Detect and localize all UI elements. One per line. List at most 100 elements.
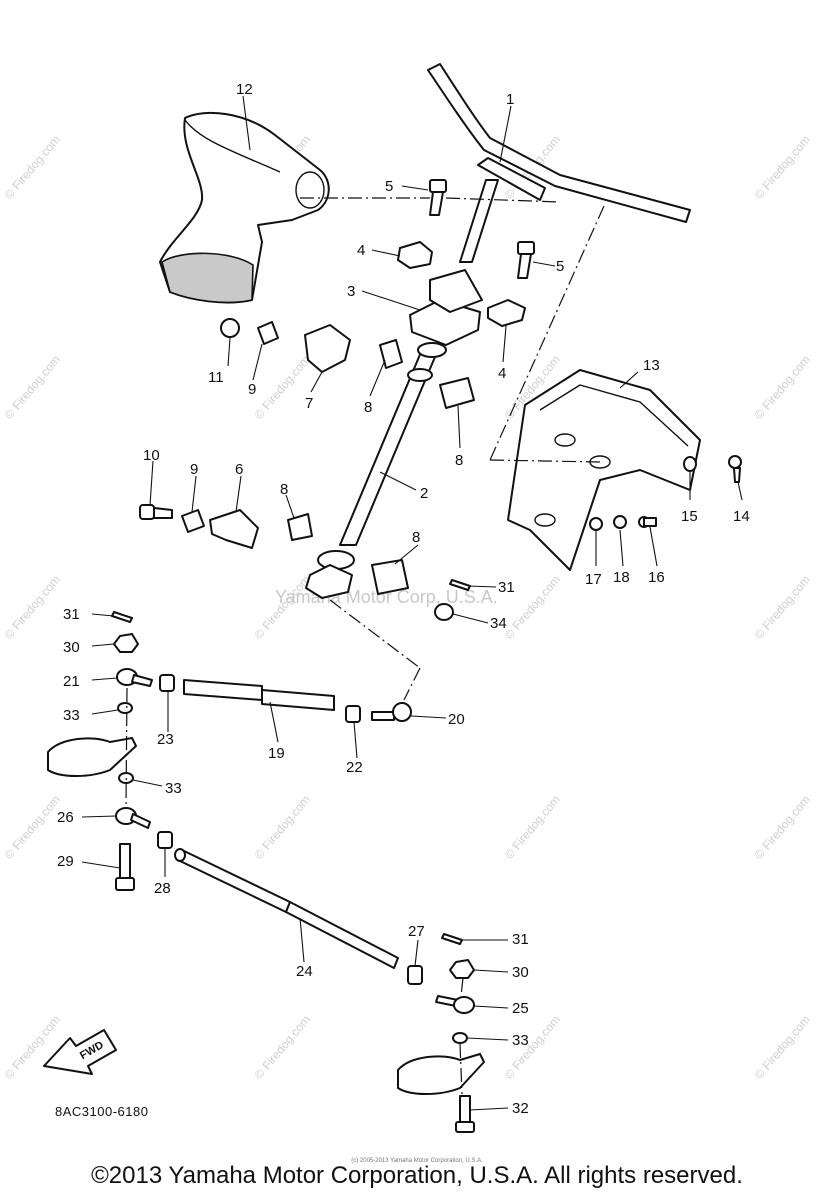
callout-11: 11: [208, 369, 224, 386]
steering-arm-left: [47, 737, 137, 777]
callout-12: 12: [236, 81, 253, 98]
steering-arm-right: [397, 1053, 485, 1095]
callout-25: 25: [512, 1000, 529, 1017]
part-28-locknut[interactable]: [157, 831, 173, 849]
part-7-bracket[interactable]: [304, 324, 351, 373]
part-20-tie-rod-end[interactable]: [371, 702, 412, 722]
watermark-text: © Firedog.com: [252, 353, 313, 422]
callout-9-lower: 9: [190, 461, 198, 478]
callout-31-lower-right: 31: [512, 931, 529, 948]
callout-4-lower: 4: [498, 365, 506, 382]
part-31-cotter-pin-lower-right[interactable]: [441, 933, 463, 945]
part-29-bolt[interactable]: [115, 843, 135, 891]
callout-4-upper: 4: [357, 242, 365, 259]
callout-16: 16: [648, 569, 665, 586]
callout-15: 15: [681, 508, 698, 525]
part-24-tie-rod-long[interactable]: [174, 848, 399, 969]
callout-33-lower-left: 33: [165, 780, 182, 797]
callout-9-upper: 9: [248, 381, 256, 398]
watermark-text: © Firedog.com: [2, 353, 63, 422]
part-34-collar[interactable]: [434, 603, 454, 621]
callout-26: 26: [57, 809, 74, 826]
part-33-washer-upper-left[interactable]: [117, 702, 133, 714]
part-18-nut[interactable]: [613, 515, 627, 529]
part-14-screw[interactable]: [728, 455, 742, 483]
part-15-washer[interactable]: [683, 456, 697, 472]
watermark-text: © Firedog.com: [752, 133, 813, 202]
part-33-washer-right[interactable]: [452, 1032, 468, 1044]
forward-arrow-icon: FWD: [43, 1029, 117, 1075]
callout-8-right: 8: [455, 452, 463, 469]
part-32-bolt[interactable]: [455, 1095, 475, 1133]
part-5-bolt-right[interactable]: [517, 241, 535, 279]
part-3-column-holder[interactable]: [409, 269, 483, 346]
part-21-tie-rod-end[interactable]: [116, 668, 153, 687]
callout-18: 18: [613, 569, 630, 586]
callout-1: 1: [506, 91, 514, 108]
watermark-text: © Firedog.com: [252, 1013, 313, 1082]
part-19-tie-rod[interactable]: [183, 679, 335, 711]
callout-19: 19: [268, 745, 285, 762]
leader-lines: [81, 95, 743, 1111]
assembly-lines: [125, 197, 605, 1095]
watermark-text: © Firedog.com: [252, 573, 313, 642]
part-25-tie-rod-end[interactable]: [435, 995, 475, 1014]
callout-31-left: 31: [63, 606, 80, 623]
callout-28: 28: [154, 880, 171, 897]
part-30-castle-nut-right[interactable]: [449, 959, 475, 979]
part-9-clip-upper[interactable]: [257, 321, 279, 345]
part-23-locknut[interactable]: [159, 674, 175, 692]
watermark-text: © Firedog.com: [752, 1013, 813, 1082]
callout-8-lower: 8: [412, 529, 420, 546]
callout-34: 34: [490, 615, 507, 632]
part-4-clamp-lower[interactable]: [487, 299, 526, 327]
part-5-bolt-upper[interactable]: [429, 179, 447, 216]
callout-labels: 12 1 5 4 5 3 4 11 9 7 8 8 13 2 10 9 6 8 …: [57, 81, 750, 1117]
part-2-steering-column[interactable]: [305, 342, 447, 599]
watermark-text: © Firedog.com: [2, 133, 63, 202]
part-30-castle-nut-left[interactable]: [113, 633, 139, 653]
part-8-bushing-right[interactable]: [439, 377, 475, 409]
callout-14: 14: [733, 508, 750, 525]
part-31-cotter-pin-left[interactable]: [111, 611, 133, 623]
part-22-locknut[interactable]: [345, 705, 361, 723]
callout-7: 7: [305, 395, 313, 412]
part-16-screw[interactable]: [638, 516, 657, 528]
part-31-cotter-pin-upper-right[interactable]: [449, 579, 471, 591]
part-10-bolt[interactable]: [139, 504, 173, 520]
callout-17: 17: [585, 571, 602, 588]
callout-5-right: 5: [556, 258, 564, 275]
part-8-bushing-left[interactable]: [287, 513, 313, 541]
part-9-clip-lower[interactable]: [181, 509, 205, 533]
part-4-clamp-upper[interactable]: [397, 241, 433, 269]
callout-31-upper-right: 31: [498, 579, 515, 596]
callout-27: 27: [408, 923, 425, 940]
watermark-text: © Firedog.com: [502, 1013, 563, 1082]
callout-2: 2: [420, 485, 428, 502]
part-12-grip-cover[interactable]: [159, 111, 330, 304]
diagram-code: 8AC3100-6180: [55, 1104, 149, 1119]
callout-32: 32: [512, 1100, 529, 1117]
callout-6: 6: [235, 461, 243, 478]
part-11-nut[interactable]: [220, 318, 240, 338]
part-26-tie-rod-end[interactable]: [115, 807, 151, 829]
callout-24: 24: [296, 963, 313, 980]
part-13-column-cover[interactable]: [507, 369, 701, 571]
part-8-bushing-upper[interactable]: [379, 339, 403, 369]
callout-33-upper-left: 33: [63, 707, 80, 724]
part-8-bushing-lower[interactable]: [371, 559, 409, 595]
part-6-holder[interactable]: [209, 509, 259, 549]
copyright-small-print: (c) 2005-2013 Yamaha Motor Corporation, …: [351, 1158, 483, 1164]
watermark-text: © Firedog.com: [752, 573, 813, 642]
watermark-text: © Firedog.com: [252, 793, 313, 862]
callout-29: 29: [57, 853, 74, 870]
part-1-handlebar[interactable]: [427, 63, 691, 263]
watermark-text: © Firedog.com: [752, 353, 813, 422]
part-27-locknut[interactable]: [407, 965, 423, 985]
callout-23: 23: [157, 731, 174, 748]
callout-30-left: 30: [63, 639, 80, 656]
part-17-washer[interactable]: [589, 517, 603, 531]
callout-30-right: 30: [512, 964, 529, 981]
